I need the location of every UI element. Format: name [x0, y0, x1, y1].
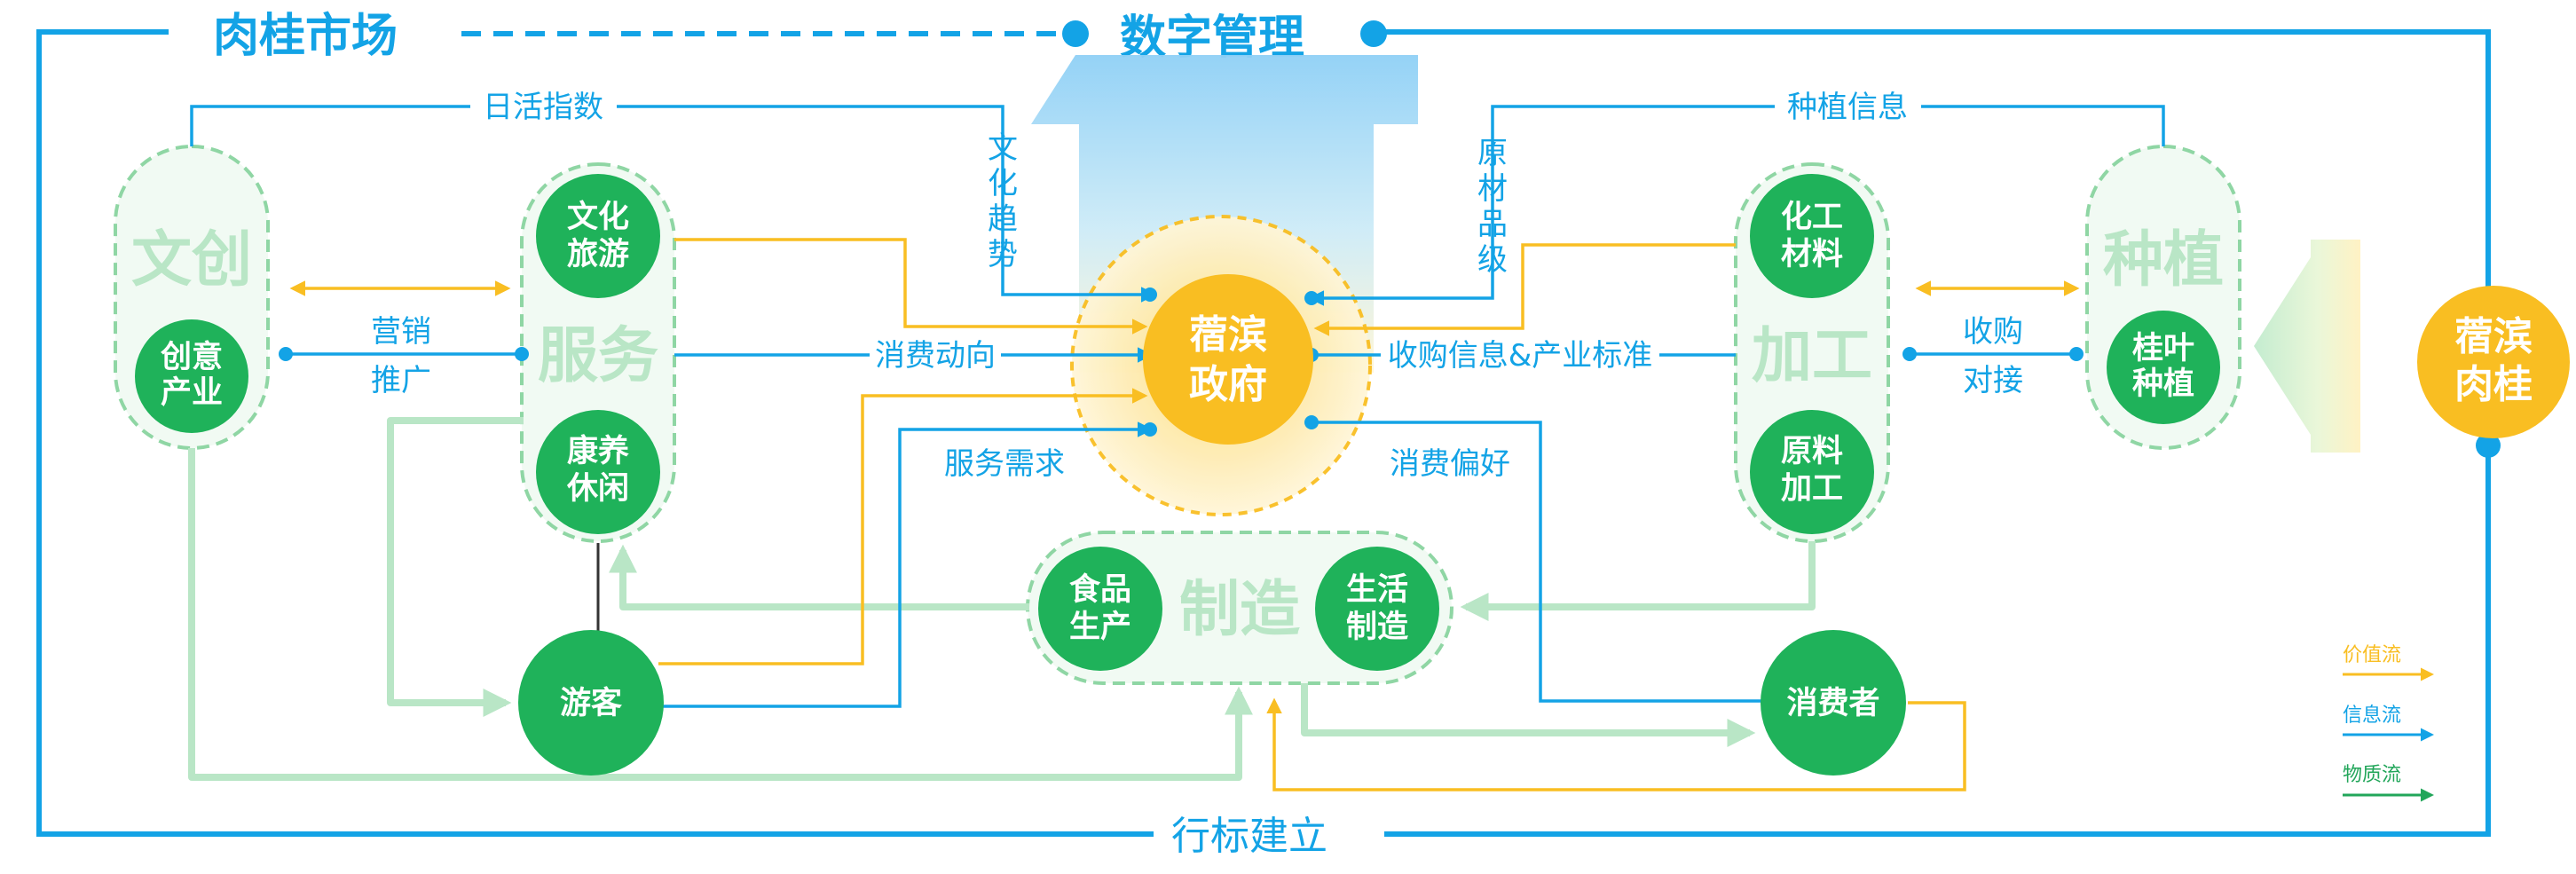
node-food[interactable]: 食品 生产: [1038, 547, 1162, 671]
legend-info-label: 信息流: [2343, 705, 2401, 727]
node-brand[interactable]: 蓿滨 肉桂: [2417, 286, 2570, 438]
label-culture-trend: 文化趋势: [988, 130, 1018, 272]
node-consumer-label: 消费者: [1786, 686, 1879, 721]
group-label-jiagong: 加工: [1752, 321, 1872, 391]
node-leaf-line1: 桂叶: [2132, 331, 2194, 366]
label-marketing-2: 推广: [371, 363, 431, 398]
label-planting-info: 种植信息: [1787, 90, 1908, 125]
label-service-demand: 服务需求: [944, 446, 1065, 482]
flow-wenchuang-to-zhizao: [188, 448, 1253, 781]
label-daily-index: 日活指数: [483, 90, 603, 125]
node-food-line2: 生产: [1069, 610, 1131, 645]
orange-chemical-to-gov: [1313, 243, 1736, 336]
node-creative[interactable]: 创意 产业: [135, 319, 248, 433]
node-leaf-line2: 种植: [2132, 366, 2194, 402]
flow-zhizao-to-fuwu: [609, 544, 1029, 610]
node-culture-tour-line2: 旅游: [567, 237, 629, 272]
node-consumer[interactable]: 消费者: [1761, 630, 1906, 776]
line-service-demand: [658, 421, 1154, 708]
legend-value-label: 价值流: [2343, 644, 2401, 666]
node-wellness[interactable]: 康养 休闲: [536, 410, 660, 534]
frame-dot-left: [1062, 20, 1089, 47]
bottom-title: 行标建立: [1171, 814, 1327, 859]
node-chemical-line2: 材料: [1781, 237, 1843, 272]
line-planting-info: [1308, 105, 1775, 306]
node-gov-line1: 蓿滨: [1189, 312, 1267, 358]
node-creative-line1: 创意: [160, 340, 223, 375]
node-chemical[interactable]: 化工 材料: [1750, 174, 1874, 298]
node-raw-line2: 加工: [1781, 471, 1843, 507]
node-chemical-line1: 化工: [1781, 200, 1843, 235]
node-life-line1: 生活: [1346, 572, 1408, 608]
node-wellness-line1: 康养: [567, 433, 629, 469]
group-label-wenchuang: 文创: [131, 225, 252, 295]
node-leaf[interactable]: 桂叶 种植: [2107, 311, 2220, 424]
node-tourist[interactable]: 游客: [518, 630, 664, 776]
label-purchase-dock-1: 收购: [1963, 314, 2023, 350]
orange-culture-to-gov: [674, 238, 1148, 335]
node-wellness-line2: 休闲: [566, 471, 629, 507]
label-marketing-1: 营销: [371, 314, 431, 350]
label-material-grade: 原材品级: [1477, 136, 1508, 278]
node-gov-line2: 政府: [1189, 362, 1267, 407]
node-creative-line2: 产业: [161, 375, 223, 411]
node-life-line2: 制造: [1346, 610, 1408, 645]
node-culture-tour[interactable]: 文化 旅游: [536, 174, 660, 298]
left-arrow-shape: [2254, 240, 2360, 453]
label-consumer-pref: 消费偏好: [1390, 446, 1510, 482]
orange-tourist-to-gov: [658, 388, 1148, 665]
label-purchase-info: 收购信息&产业标准: [1388, 338, 1653, 374]
flow-jiagong-to-zhizao: [1460, 541, 1816, 621]
node-culture-tour-line1: 文化: [567, 200, 629, 235]
node-gov[interactable]: 蓿滨 政府: [1143, 274, 1313, 445]
label-purchase-dock-2: 对接: [1963, 363, 2023, 398]
group-label-zhizao: 制造: [1179, 575, 1300, 645]
node-brand-line2: 肉桂: [2454, 362, 2533, 407]
node-tourist-label: 游客: [560, 685, 622, 721]
orange-consumer-to-zhizao: [1266, 697, 1966, 791]
node-raw-line1: 原料: [1781, 434, 1843, 469]
flow-fuwu-to-tourist: [387, 417, 524, 717]
node-raw[interactable]: 原料 加工: [1750, 410, 1874, 534]
market-title: 肉桂市场: [213, 10, 398, 63]
line-daily-index: [617, 105, 1157, 303]
frame-dot-right: [1360, 20, 1387, 47]
group-label-zhongzhi: 种植: [2103, 225, 2224, 295]
label-consumption-trend: 消费动向: [875, 338, 996, 374]
legend-material-label: 物质流: [2343, 764, 2401, 786]
node-brand-line1: 蓿滨: [2454, 314, 2533, 359]
node-food-line1: 食品: [1069, 571, 1131, 608]
node-life[interactable]: 生活 制造: [1315, 547, 1439, 671]
group-label-fuwu: 服务: [538, 321, 658, 391]
legend: 价值流 信息流 物质流: [2343, 644, 2434, 802]
flow-zhizao-to-consumer: [1301, 683, 1756, 747]
line-consumer-pref: [1312, 421, 1762, 703]
